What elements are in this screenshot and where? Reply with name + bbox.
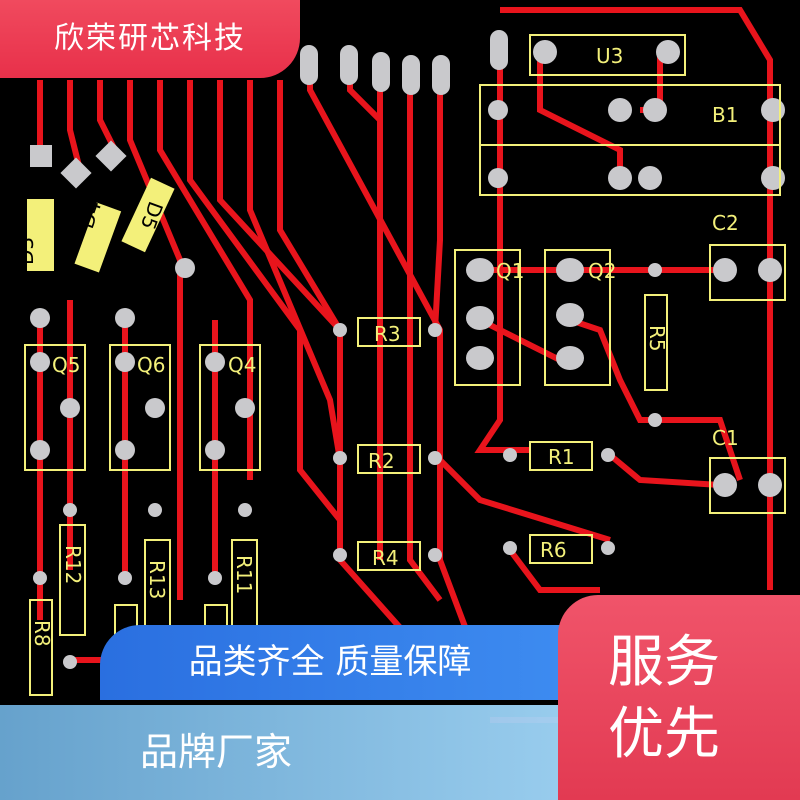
label-c1: C1: [712, 426, 739, 450]
label-r13: R13: [145, 560, 169, 599]
brand-factory-banner: 品牌厂家: [0, 705, 560, 800]
label-r8: R8: [30, 620, 54, 647]
label-q6: Q6: [137, 353, 165, 377]
label-d3: D3: [14, 237, 38, 265]
label-r1: R1: [548, 445, 575, 469]
label-q5: Q5: [52, 353, 80, 377]
label-r2: R2: [368, 449, 395, 473]
label-q1: Q1: [496, 259, 524, 283]
label-q2: Q2: [588, 259, 616, 283]
label-u3: U3: [596, 44, 623, 68]
brand-banner: 欣荣研芯科技: [0, 0, 300, 78]
label-r6: R6: [540, 538, 567, 562]
label-r3: R3: [374, 322, 401, 346]
label-r5: R5: [645, 325, 669, 352]
label-c2: C2: [712, 211, 739, 235]
label-r12: R12: [61, 545, 85, 584]
label-b1: B1: [712, 103, 738, 127]
label-r11: R11: [232, 555, 256, 594]
service-line-1: 服务: [608, 630, 720, 695]
features-banner: 品类齐全 质量保障: [100, 625, 560, 700]
service-banner: 服务 优先: [558, 595, 800, 800]
diodes: [74, 177, 175, 273]
label-q4: Q4: [228, 353, 256, 377]
silkscreen: [24, 34, 786, 696]
service-line-2: 优先: [608, 702, 720, 767]
label-r4: R4: [372, 546, 399, 570]
